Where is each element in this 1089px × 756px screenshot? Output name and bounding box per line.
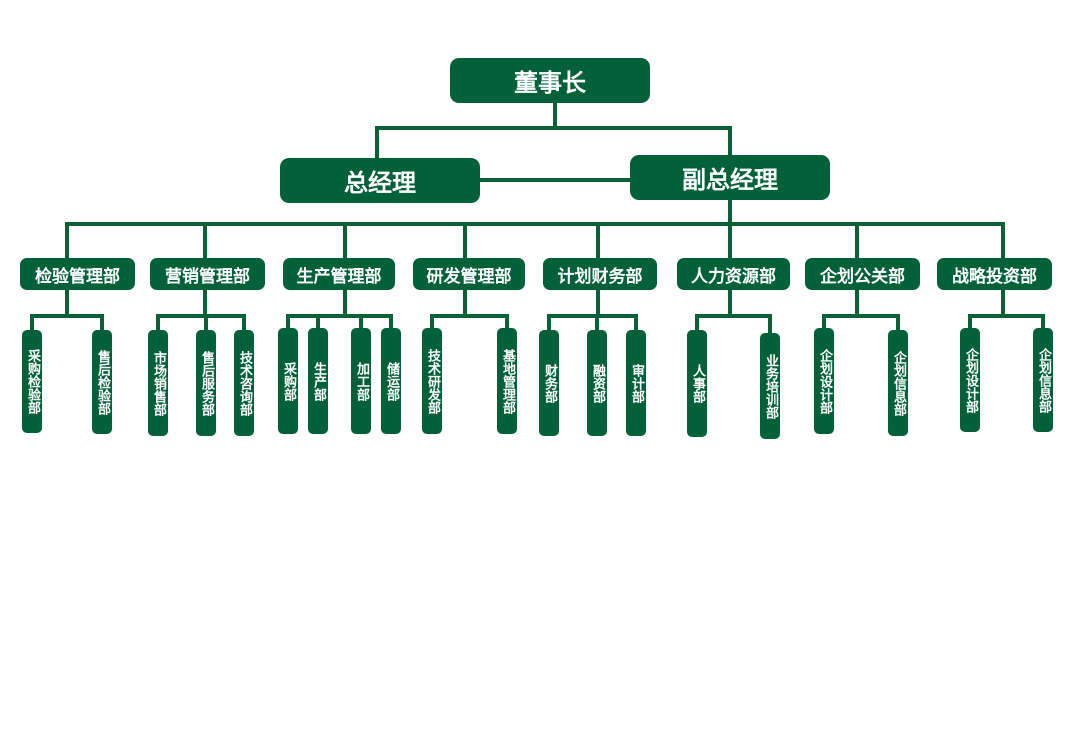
connector-line	[634, 314, 638, 330]
sub-department-box: 企划设计部	[960, 328, 980, 432]
sub-department-box: 财务部	[539, 330, 559, 436]
peer-connector-line	[480, 178, 630, 182]
sub-department-box: 售后检验部	[92, 330, 112, 434]
sub-department-box: 售后服务部	[196, 330, 216, 436]
department-box: 战略投资部	[937, 258, 1052, 290]
connector-line	[855, 290, 859, 317]
connector-line	[728, 200, 732, 226]
sub-department-box: 生产部	[308, 328, 328, 434]
connector-line	[65, 290, 69, 317]
sub-department-box: 企划设计部	[814, 328, 834, 434]
sub-department-box: 采购检验部	[22, 330, 42, 433]
connector-line	[463, 222, 467, 258]
sub-department-box: 技术咨询部	[234, 330, 254, 436]
connector-line	[1041, 314, 1045, 328]
sub-department-box: 市场销售部	[148, 330, 168, 436]
sub-department-box: 基地管理部	[497, 328, 517, 434]
connector-line	[968, 314, 1045, 318]
connector-line	[242, 314, 246, 330]
connector-line	[1001, 222, 1005, 258]
connector-line	[100, 314, 104, 330]
connector-line	[768, 314, 772, 333]
connector-line	[65, 222, 1005, 226]
connector-line	[430, 314, 509, 318]
connector-line	[156, 314, 160, 330]
chairman-box: 董事长	[450, 58, 650, 103]
connector-line	[1001, 290, 1005, 317]
department-box: 人力资源部	[677, 258, 790, 290]
sub-department-box: 技术研发部	[422, 328, 442, 434]
department-box: 生产管理部	[283, 258, 395, 290]
sub-department-box: 企划信息部	[1033, 328, 1053, 432]
connector-line	[822, 314, 826, 328]
connector-line	[343, 290, 347, 317]
sub-department-box: 审计部	[626, 330, 646, 436]
connector-line	[855, 222, 859, 258]
connector-line	[203, 290, 207, 317]
connector-line	[505, 314, 509, 328]
sub-department-box: 加工部	[351, 328, 371, 434]
department-box: 营销管理部	[150, 258, 265, 290]
connector-line	[65, 222, 69, 258]
connector-line	[286, 314, 393, 318]
sub-department-box: 采购部	[278, 328, 298, 434]
connector-line	[728, 290, 732, 317]
general-manager-box: 总经理	[280, 158, 480, 203]
sub-department-box: 业务培训部	[760, 333, 780, 439]
department-box: 计划财务部	[543, 258, 657, 290]
sub-department-box: 企划信息部	[888, 330, 908, 436]
connector-line	[204, 314, 208, 330]
connector-line	[695, 314, 772, 318]
connector-line	[30, 314, 104, 318]
connector-line	[316, 314, 320, 328]
connector-line	[553, 103, 557, 130]
connector-line	[822, 314, 900, 318]
connector-line	[343, 222, 347, 258]
connector-line	[728, 126, 732, 155]
department-box: 研发管理部	[413, 258, 525, 290]
connector-line	[430, 314, 434, 328]
connector-line	[596, 290, 600, 317]
connector-line	[359, 314, 363, 328]
connector-line	[547, 314, 551, 330]
deputy-general-manager-box: 副总经理	[630, 155, 830, 200]
connector-line	[596, 222, 600, 258]
connector-line	[695, 314, 699, 330]
connector-line	[156, 314, 246, 318]
sub-department-box: 融资部	[587, 330, 607, 436]
department-box: 检验管理部	[20, 258, 135, 290]
connector-line	[389, 314, 393, 328]
connector-line	[203, 222, 207, 258]
connector-line	[547, 314, 638, 318]
connector-line	[463, 290, 467, 317]
sub-department-box: 人事部	[687, 330, 707, 437]
sub-department-box: 储运部	[381, 328, 401, 434]
connector-line	[286, 314, 290, 328]
department-box: 企划公关部	[805, 258, 920, 290]
connector-line	[375, 126, 732, 130]
connector-line	[30, 314, 34, 330]
connector-line	[375, 126, 379, 158]
connector-line	[896, 314, 900, 330]
connector-line	[968, 314, 972, 328]
connector-line	[728, 222, 732, 258]
connector-line	[595, 314, 599, 330]
